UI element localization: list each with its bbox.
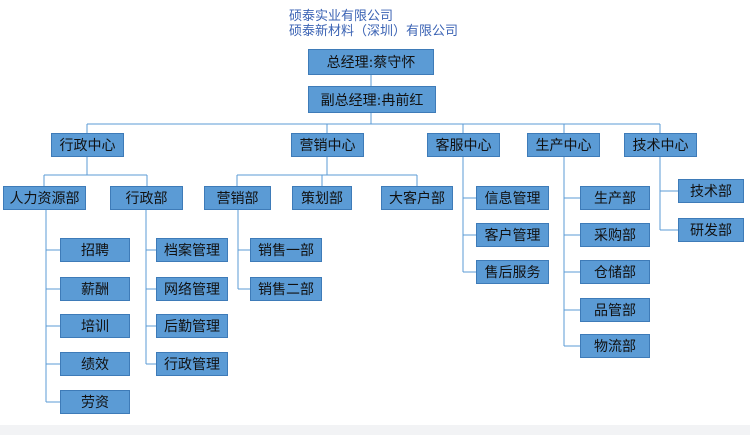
service-unit: 信息管理 [476, 186, 549, 210]
center-marketing: 营销中心 [291, 133, 364, 157]
service-unit: 客户管理 [476, 223, 549, 247]
hr-unit: 薪酬 [60, 277, 130, 301]
dept-rnd: 研发部 [678, 218, 744, 242]
center-tech: 技术中心 [624, 133, 697, 157]
dept-key-accounts: 大客户部 [381, 186, 453, 210]
company-titles: 硕泰实业有限公司 硕泰新材料（深圳）有限公司 [289, 9, 458, 39]
admin-unit: 后勤管理 [156, 314, 228, 338]
dept-admin: 行政部 [110, 186, 183, 210]
admin-unit: 档案管理 [156, 238, 228, 262]
sales-unit: 销售二部 [250, 277, 322, 301]
dept-hr: 人力资源部 [3, 186, 86, 210]
page-footer-strip [0, 425, 750, 435]
production-unit: 品管部 [580, 298, 650, 322]
hr-unit: 绩效 [60, 352, 130, 376]
hr-unit: 培训 [60, 314, 130, 338]
dept-tech: 技术部 [678, 179, 744, 203]
production-unit: 物流部 [580, 334, 650, 358]
company-name-secondary: 硕泰新材料（深圳）有限公司 [289, 24, 459, 39]
dept-planning: 策划部 [292, 186, 352, 210]
hr-unit: 劳资 [60, 390, 130, 414]
admin-unit: 网络管理 [156, 277, 228, 301]
deputy-gm-node: 副总经理:冉前红 [308, 86, 436, 113]
production-unit: 采购部 [580, 223, 650, 247]
center-admin: 行政中心 [51, 133, 124, 157]
dept-sales: 营销部 [204, 186, 271, 210]
production-unit: 仓储部 [580, 260, 650, 284]
hr-unit: 招聘 [60, 238, 130, 262]
center-production: 生产中心 [527, 133, 600, 157]
admin-unit: 行政管理 [156, 352, 228, 376]
sales-unit: 销售一部 [250, 238, 322, 262]
gm-node: 总经理:蔡守怀 [308, 49, 434, 75]
service-unit: 售后服务 [476, 260, 549, 284]
company-name-primary: 硕泰实业有限公司 [289, 9, 394, 24]
center-service: 客服中心 [427, 133, 500, 157]
production-unit: 生产部 [580, 186, 650, 210]
